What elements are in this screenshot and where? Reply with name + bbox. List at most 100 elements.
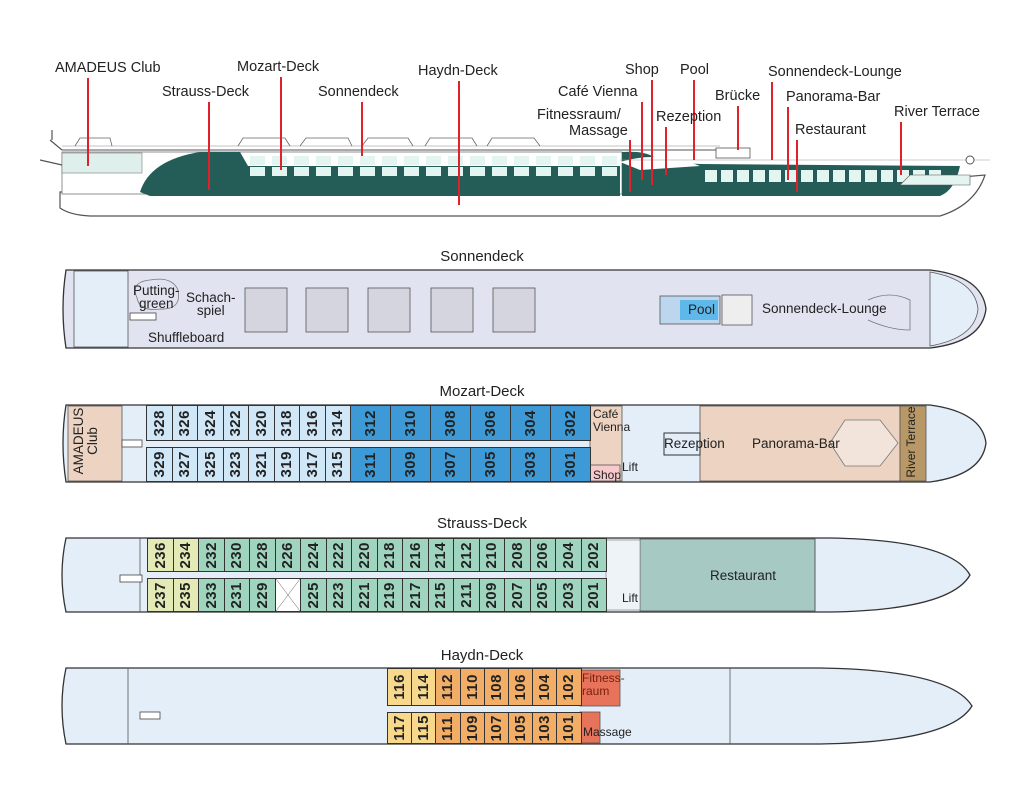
cabin-316[interactable]: 316 (299, 405, 326, 441)
label-massage: Massage (569, 123, 628, 139)
cabin-105[interactable]: 105 (508, 712, 534, 744)
cabin-228[interactable]: 228 (249, 538, 276, 572)
cabin-223[interactable]: 223 (325, 578, 352, 612)
cabin-319[interactable]: 319 (273, 447, 300, 482)
cabin-329[interactable]: 329 (146, 447, 173, 482)
cabin-234[interactable]: 234 (172, 538, 199, 572)
cabin-307[interactable]: 307 (430, 447, 471, 482)
window (514, 156, 529, 165)
cabin-310[interactable]: 310 (390, 405, 431, 441)
cabin-221[interactable]: 221 (351, 578, 378, 612)
cabin-207[interactable]: 207 (504, 578, 531, 612)
cabin-204[interactable]: 204 (555, 538, 582, 572)
cabin-110[interactable]: 110 (459, 668, 485, 706)
cabin-235[interactable]: 235 (172, 578, 199, 612)
cabin-321[interactable]: 321 (248, 447, 275, 482)
cabin-318[interactable]: 318 (273, 405, 300, 441)
area-rezeption: Rezeption (664, 436, 725, 451)
cabin-229[interactable]: 229 (249, 578, 276, 612)
cabin-210[interactable]: 210 (478, 538, 505, 572)
cabin-324[interactable]: 324 (197, 405, 224, 441)
cabin-325[interactable]: 325 (197, 447, 224, 482)
cabin-101[interactable]: 101 (556, 712, 582, 744)
cabin-233[interactable]: 233 (198, 578, 225, 612)
cabin-109[interactable]: 109 (459, 712, 485, 744)
cabin-301[interactable]: 301 (550, 447, 591, 482)
window (272, 156, 287, 165)
cabin-number: 310 (402, 409, 419, 437)
cabin-number: 210 (483, 541, 501, 569)
cabin-309[interactable]: 309 (390, 447, 431, 482)
cabin-231[interactable]: 231 (223, 578, 250, 612)
cabin-317[interactable]: 317 (299, 447, 326, 482)
label-pool: Pool (680, 62, 710, 78)
cabin-322[interactable]: 322 (222, 405, 249, 441)
cabin-208[interactable]: 208 (504, 538, 531, 572)
cabin-117[interactable]: 117 (387, 712, 413, 744)
cabin-302[interactable]: 302 (550, 405, 591, 441)
cabin-215[interactable]: 215 (427, 578, 454, 612)
cabin-311[interactable]: 311 (350, 447, 391, 482)
cabin-304[interactable]: 304 (510, 405, 551, 441)
cabin-232[interactable]: 232 (198, 538, 225, 572)
cabin-305[interactable]: 305 (470, 447, 511, 482)
cabin-107[interactable]: 107 (483, 712, 509, 744)
cabin-number: 307 (442, 451, 459, 478)
cabin-306[interactable]: 306 (470, 405, 511, 441)
cabin-226[interactable]: 226 (274, 538, 301, 572)
cabin-327[interactable]: 327 (171, 447, 198, 482)
cabin-222[interactable]: 222 (325, 538, 352, 572)
cabin-308[interactable]: 308 (430, 405, 471, 441)
cabin-209[interactable]: 209 (478, 578, 505, 612)
cabin-102[interactable]: 102 (556, 668, 582, 706)
window (360, 156, 375, 165)
cabin-104[interactable]: 104 (532, 668, 558, 706)
cabin-220[interactable]: 220 (351, 538, 378, 572)
window (705, 170, 717, 182)
cabin-206[interactable]: 206 (529, 538, 556, 572)
cabin-114[interactable]: 114 (411, 668, 437, 706)
marker-line-sonnendeck-lounge (771, 82, 773, 160)
label-rezeption: Rezeption (656, 109, 722, 125)
cabin-216[interactable]: 216 (402, 538, 429, 572)
cabin-number: 216 (406, 541, 424, 569)
cabin-315[interactable]: 315 (324, 447, 351, 482)
cabin-202[interactable]: 202 (580, 538, 607, 572)
cabin-312[interactable]: 312 (350, 405, 391, 441)
cabin-106[interactable]: 106 (508, 668, 534, 706)
cabin-225[interactable]: 225 (300, 578, 327, 612)
cabin-230[interactable]: 230 (223, 538, 250, 572)
cabin-236[interactable]: 236 (147, 538, 174, 572)
cabin-115[interactable]: 115 (411, 712, 437, 744)
cabin-number: 311 (362, 451, 379, 478)
cabin-211[interactable]: 211 (453, 578, 480, 612)
cabin-201[interactable]: 201 (580, 578, 607, 612)
cabin-number: 231 (228, 581, 246, 609)
cabin-323[interactable]: 323 (222, 447, 249, 482)
cabin-number: 302 (562, 409, 579, 437)
cabin-328[interactable]: 328 (146, 405, 173, 441)
window (514, 167, 529, 176)
cabin-116[interactable]: 116 (387, 668, 413, 706)
cabin-219[interactable]: 219 (376, 578, 403, 612)
cabin-111[interactable]: 111 (435, 712, 461, 744)
cabin-320[interactable]: 320 (248, 405, 275, 441)
cabin-212[interactable]: 212 (453, 538, 480, 572)
cabin-237[interactable]: 237 (147, 578, 174, 612)
cabin-203[interactable]: 203 (555, 578, 582, 612)
cabin-326[interactable]: 326 (171, 405, 198, 441)
cabin-205[interactable]: 205 (529, 578, 556, 612)
cabin-108[interactable]: 108 (483, 668, 509, 706)
cabin-112[interactable]: 112 (435, 668, 461, 706)
cabin-303[interactable]: 303 (510, 447, 551, 482)
cabin-214[interactable]: 214 (427, 538, 454, 572)
cabin-217[interactable]: 217 (402, 578, 429, 612)
cabin-314[interactable]: 314 (324, 405, 351, 441)
marker-line-restaurant (796, 140, 798, 192)
cabin-224[interactable]: 224 (300, 538, 327, 572)
window (737, 170, 749, 182)
cabin-218[interactable]: 218 (376, 538, 403, 572)
area-fitnessraum: Fitness- raum (582, 671, 625, 698)
cabin-103[interactable]: 103 (532, 712, 558, 744)
cabin-number: 320 (252, 409, 270, 437)
